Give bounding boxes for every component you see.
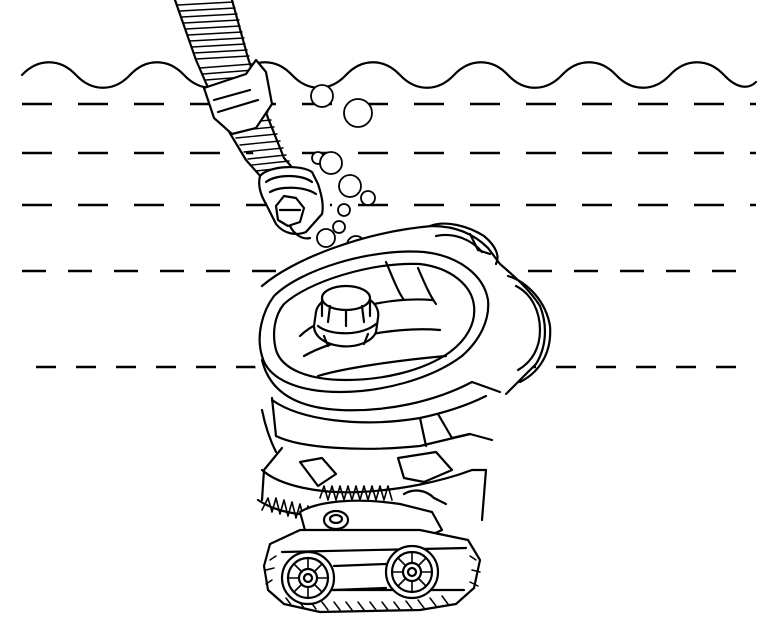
cleaner-shell (260, 224, 546, 396)
turbine-knob (312, 284, 380, 348)
bubble (316, 228, 336, 248)
mid-body (260, 358, 502, 412)
lower-body (260, 468, 488, 494)
sensor-button (322, 509, 350, 531)
bubble (360, 190, 376, 206)
bubble (332, 220, 346, 234)
pool-cleaner (254, 222, 552, 614)
hose-clip (202, 58, 274, 136)
water-surface-wave (20, 61, 758, 89)
side-bumper (506, 274, 552, 384)
left-wheel (280, 550, 336, 606)
rear-fin (428, 222, 499, 266)
bubble (310, 84, 334, 108)
hose-coupling (258, 166, 324, 235)
bubble (338, 174, 362, 198)
bubble (337, 203, 351, 217)
hose (170, 0, 332, 244)
inner-rim (258, 250, 490, 394)
bubble (343, 98, 373, 128)
bubble (319, 151, 343, 175)
right-wheel (384, 544, 440, 600)
